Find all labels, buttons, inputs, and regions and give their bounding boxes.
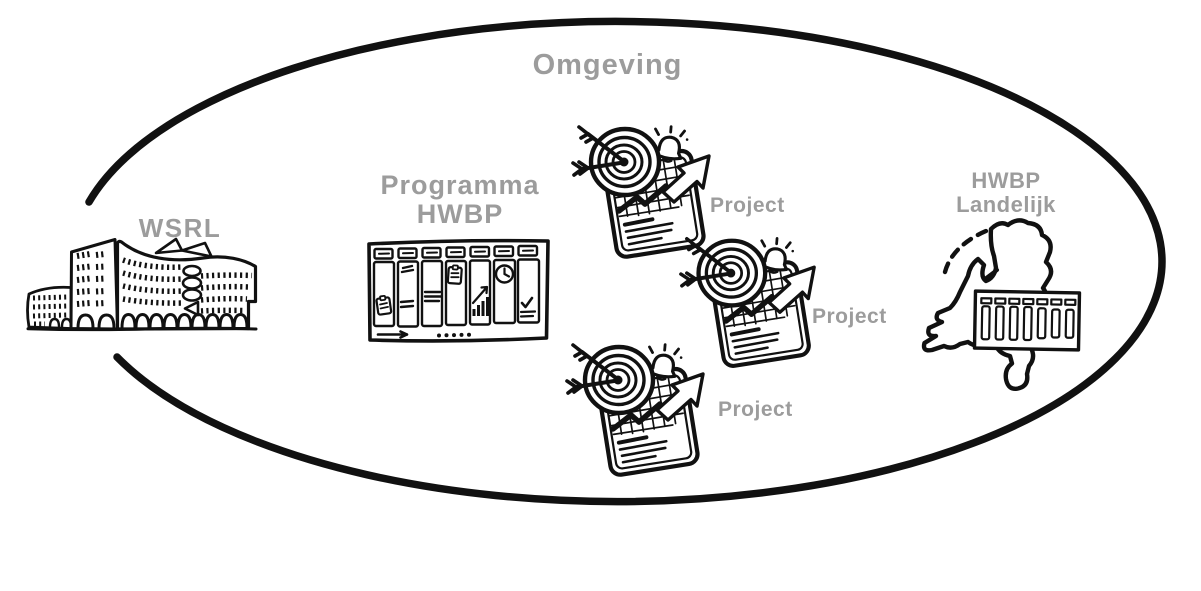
- coast-dashes: [942, 226, 994, 275]
- programma-label-line2: HWBP: [416, 199, 504, 229]
- programma-label-line1: Programma: [380, 170, 540, 200]
- project-label-2: Project: [812, 305, 887, 328]
- building-tower: [69, 238, 119, 331]
- building-annex: [26, 285, 73, 330]
- hwbp-landelijk-line2: Landelijk: [956, 192, 1056, 217]
- card-chart-icon: [471, 285, 489, 316]
- barrier-structure: [972, 289, 1082, 352]
- hwbp-landelijk-label: HWBP Landelijk: [916, 169, 1096, 217]
- card-clock-icon: [494, 264, 515, 284]
- omgeving-boundary-ellipse: [85, 17, 1166, 506]
- card-checklist-icon: [519, 296, 537, 318]
- progress-dots: [437, 332, 471, 338]
- hwbp-landelijk-line1: HWBP: [971, 168, 1041, 193]
- card-list-icon: [423, 290, 443, 303]
- wsrl-building-illustration: [26, 237, 258, 332]
- project-icon-2: [681, 236, 814, 367]
- building-baseline: [26, 326, 258, 332]
- project-label-1: Project: [710, 194, 785, 217]
- building-wing: [26, 237, 258, 332]
- card-lines-icon: [399, 264, 415, 309]
- flow-arrow-icon: [376, 330, 409, 339]
- project-label-3: Project: [718, 398, 793, 421]
- programma-hwbp-label: Programma HWBP: [358, 171, 562, 229]
- balcony-stack: [181, 264, 203, 317]
- colonnade-arches: [120, 313, 249, 330]
- kanban-board-illustration: [367, 238, 550, 343]
- project-icon-3: [567, 342, 703, 476]
- card-clipboard-icon-2: [446, 264, 463, 285]
- wsrl-label: WSRL: [138, 213, 222, 243]
- roof-ornament: [154, 237, 213, 258]
- netherlands-map-illustration: [921, 218, 1082, 391]
- omgeving-label: Omgeving: [532, 49, 683, 81]
- card-clipboard-icon: [375, 294, 393, 316]
- flevoland-stroke: [983, 268, 999, 281]
